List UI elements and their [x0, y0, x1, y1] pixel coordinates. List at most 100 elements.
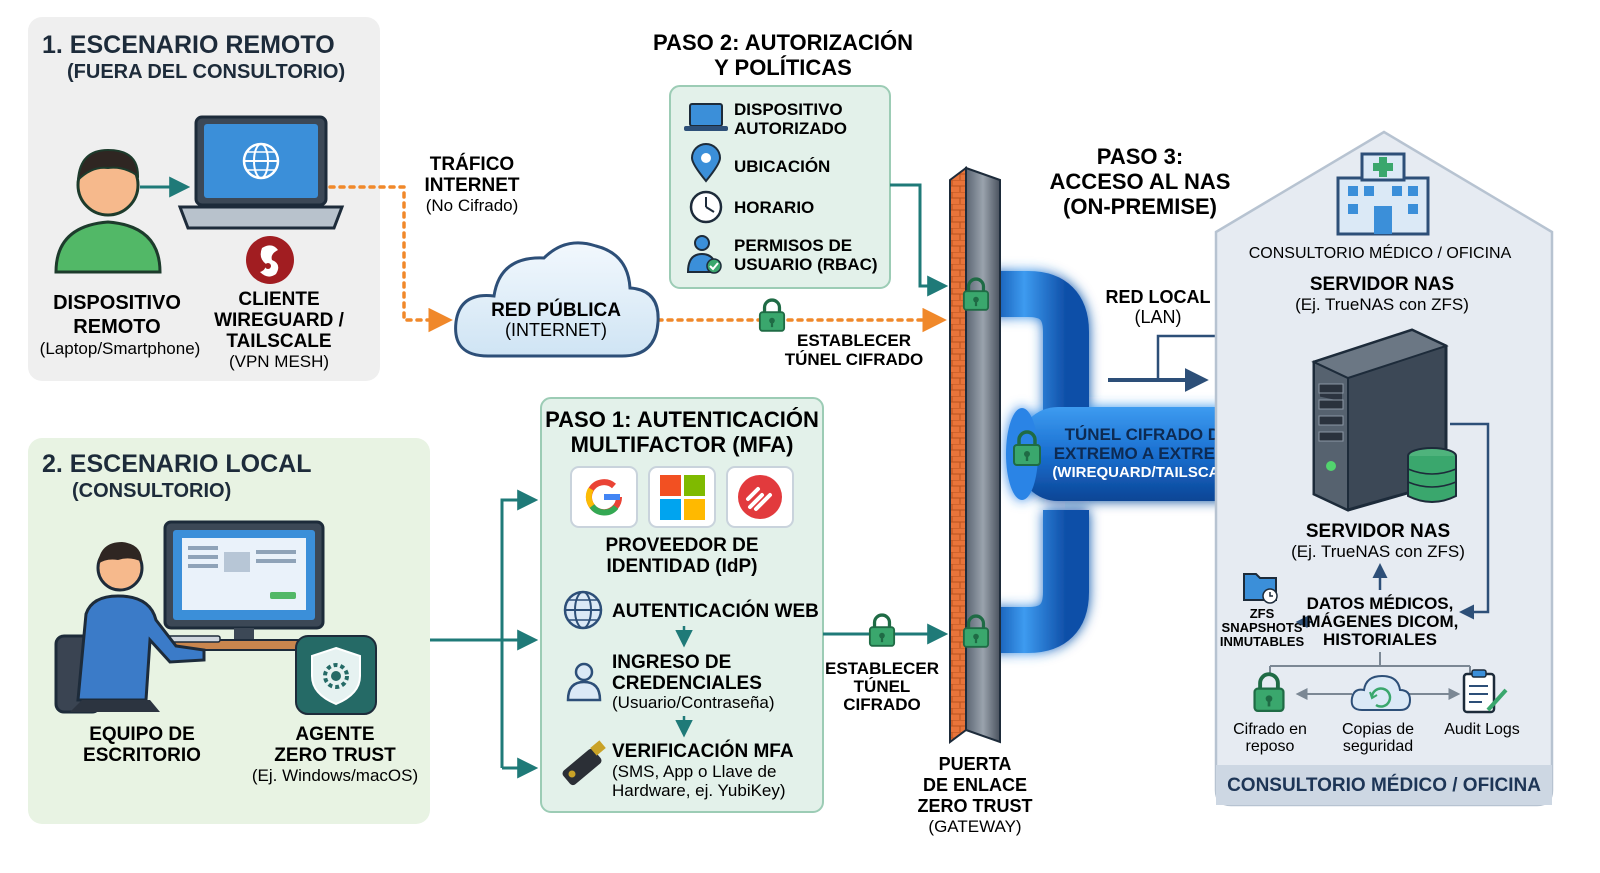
- step2-item3: HORARIO: [734, 198, 814, 217]
- nas-server-icon: [1311, 328, 1457, 512]
- authy-logo-icon: [726, 466, 794, 528]
- tunnel-top-label-1: ESTABLECER: [797, 331, 911, 350]
- google-logo-icon: [570, 466, 638, 528]
- zero-trust-agent-icon: [295, 635, 377, 715]
- data-label-1: DATOS MÉDICOS,: [1307, 594, 1454, 613]
- zfs-snapshot-folder-icon: [1243, 573, 1278, 604]
- bak-label-1: Copias de: [1342, 721, 1414, 738]
- step2-to-gateway-arrow: [890, 183, 949, 297]
- backup-cloud-icon: [1350, 674, 1412, 711]
- cloud-label-1: RED PÚBLICA: [491, 299, 621, 321]
- user-permissions-icon: [686, 235, 722, 274]
- tunnel-top-label-2: TÚNEL CIFRADO: [785, 350, 924, 369]
- client-label-4: (VPN MESH): [229, 352, 329, 371]
- nas-mid-label-2: (Ej. TrueNAS con ZFS): [1291, 542, 1465, 561]
- local-scenario-panel: 2. ESCENARIO LOCAL (CONSULTORIO): [28, 438, 430, 824]
- local-title: 2. ESCENARIO LOCAL: [42, 450, 311, 478]
- office-header: CONSULTORIO MÉDICO / OFICINA: [1249, 243, 1512, 262]
- mfa-label-1: VERIFICACIÓN MFA: [612, 740, 794, 762]
- office-footer: CONSULTORIO MÉDICO / OFICINA: [1227, 774, 1541, 796]
- local-subtitle: (CONSULTORIO): [72, 480, 231, 502]
- enc-label-2: reposo: [1246, 738, 1295, 755]
- tunnel-label-3: (WIREQUARD/TAILSCALE): [1052, 464, 1243, 481]
- device-label-3: (Laptop/Smartphone): [40, 339, 201, 358]
- tunnel-bot-label-2: TÚNEL: [854, 677, 911, 696]
- step1-title-2: MULTIFACTOR (MFA): [571, 432, 794, 457]
- clock-icon: [689, 190, 723, 224]
- tunnel-bot-label-3: CIFRADO: [843, 695, 920, 714]
- cloud-label-2: (INTERNET): [505, 320, 607, 340]
- zero-trust-gateway-wall: [949, 166, 1001, 744]
- step2-item1-1: DISPOSITIVO: [734, 100, 843, 119]
- authorized-device-icon: [684, 103, 728, 131]
- remote-user-icon: [54, 148, 162, 274]
- client-label-2: WIREGUARD /: [214, 310, 345, 331]
- step2-title-2: Y POLÍTICAS: [714, 55, 852, 80]
- step2-item4-2: USUARIO (RBAC): [734, 255, 878, 274]
- nas-mid-label-1: SERVIDOR NAS: [1306, 521, 1450, 542]
- tunnel-lock-icon-top: [758, 298, 786, 332]
- step1-title-1: PASO 1: AUTENTICACIÓN: [545, 407, 819, 432]
- remote-subtitle: (FUERA DEL CONSULTORIO): [67, 61, 345, 83]
- cred-label-2: CREDENCIALES: [612, 673, 762, 694]
- agent-label-3: (Ej. Windows/macOS): [252, 766, 418, 785]
- nas-top-label-1: SERVIDOR NAS: [1310, 274, 1454, 295]
- lan-label-1: RED LOCAL: [1106, 287, 1211, 307]
- enc-label-1: Cifrado en: [1233, 721, 1307, 738]
- audit-label: Audit Logs: [1444, 721, 1520, 738]
- office-sub-flows: [1269, 652, 1471, 700]
- step3-title-2: ACCESO AL NAS: [1050, 169, 1231, 194]
- tunnel-bot-label-1: ESTABLECER: [825, 659, 939, 678]
- gateway-label-2: DE ENLACE: [923, 775, 1027, 795]
- gateway-label-3: ZERO TRUST: [918, 796, 1033, 816]
- remote-scenario-panel: 1. ESCENARIO REMOTO (FUERA DEL CONSULTOR…: [28, 17, 380, 381]
- tunnel-lock-icon-bottom: [868, 613, 896, 647]
- public-internet-cloud: RED PÚBLICA (INTERNET): [454, 241, 660, 358]
- desktop-label-1: EQUIPO DE: [89, 724, 195, 745]
- data-label-3: HISTORIALES: [1323, 630, 1437, 649]
- desktop-workstation-icon: [54, 520, 331, 714]
- nas-top-label-2: (Ej. TrueNAS con ZFS): [1295, 295, 1469, 314]
- step1-mfa-panel: PASO 1: AUTENTICACIÓN MULTIFACTOR (MFA) …: [540, 397, 824, 813]
- web-auth-label: AUTENTICACIÓN WEB: [612, 600, 819, 622]
- server-to-data-arrow: [1450, 422, 1490, 620]
- audit-log-clipboard-icon: [1462, 669, 1508, 714]
- device-label-1: DISPOSITIVO: [53, 292, 181, 314]
- traffic-label-1: TRÁFICO: [430, 153, 514, 175]
- step3-title-1: PASO 3:: [1097, 144, 1183, 169]
- client-label-3: TAILSCALE: [226, 331, 331, 352]
- client-label-1: CLIENTE: [238, 289, 319, 310]
- tunnel-label-2: EXTREMO A EXTREMO: [1054, 444, 1243, 463]
- zfs-label-1: ZFS: [1250, 606, 1275, 621]
- idp-label-2: IDENTIDAD (IdP): [607, 556, 758, 577]
- web-globe-icon: [563, 590, 603, 630]
- agent-label-2: ZERO TRUST: [274, 745, 396, 766]
- step2-title-1: PASO 2: AUTORIZACIÓN: [653, 30, 913, 55]
- step2-item1-2: AUTORIZADO: [734, 119, 847, 138]
- step3-title-3: (ON-PREMISE): [1063, 194, 1217, 219]
- laptop-icon: [177, 115, 345, 230]
- office-panel: CONSULTORIO MÉDICO / OFICINA CONSULTORIO…: [1214, 130, 1554, 807]
- cred-label-3: (Usuario/Contraseña): [612, 693, 775, 712]
- data-label-2: IMÁGENES DICOM,: [1302, 612, 1459, 631]
- location-pin-icon: [690, 143, 722, 183]
- desktop-label-2: ESCRITORIO: [83, 745, 201, 766]
- bak-label-2: seguridad: [1343, 738, 1413, 755]
- hospital-building-icon: [1336, 152, 1430, 236]
- hardware-key-icon: [562, 740, 606, 786]
- mfa-label-3: Hardware, ej. YubiKey): [612, 781, 786, 800]
- mfa-label-2: (SMS, App o Llave de: [612, 762, 776, 781]
- gateway-label-4: (GATEWAY): [928, 817, 1021, 836]
- agent-label-1: AGENTE: [295, 724, 374, 745]
- local-to-mfa-arrows: [430, 489, 539, 779]
- device-label-2: REMOTO: [73, 316, 160, 338]
- microsoft-logo-icon: [648, 466, 716, 528]
- zfs-label-3: INMUTABLES: [1220, 634, 1305, 649]
- cred-label-1: INGRESO DE: [612, 652, 731, 673]
- step2-authorization-panel: PASO 2: AUTORIZACIÓN Y POLÍTICAS DISPOSI…: [653, 30, 913, 289]
- zfs-label-2: SNAPSHOTS: [1222, 620, 1303, 635]
- idp-label-1: PROVEEDOR DE: [605, 535, 758, 556]
- step2-item2: UBICACIÓN: [734, 157, 830, 176]
- gateway-label-1: PUERTA: [939, 754, 1012, 774]
- credentials-user-icon: [566, 662, 602, 702]
